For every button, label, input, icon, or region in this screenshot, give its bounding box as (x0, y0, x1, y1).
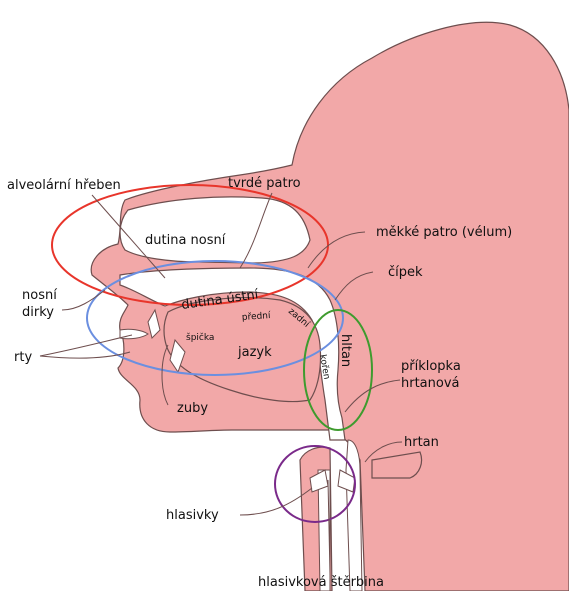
label-larynx: hrtan (404, 435, 439, 450)
label-soft-palate: měkké patro (vélum) (376, 225, 512, 240)
label-uvula: čípek (388, 265, 423, 280)
label-alveolar-ridge: alveolární hřeben (7, 178, 121, 193)
label-glottis: hlasivková štěrbina (258, 575, 384, 590)
label-teeth: zuby (177, 401, 208, 416)
label-epiglottis-2: hrtanová (401, 376, 460, 391)
label-tongue-tip: špička (186, 332, 214, 343)
leader-lips-a (40, 335, 132, 356)
label-epiglottis-1: příklopka (401, 359, 461, 374)
label-lips: rty (14, 350, 32, 365)
label-vocal-folds: hlasivky (166, 508, 219, 523)
label-pharynx: hltan (338, 334, 353, 367)
label-nostrils-1: nosní (22, 288, 57, 303)
label-nostrils-2: dirky (22, 305, 54, 320)
label-nasal-cavity: dutina nosní (145, 233, 226, 248)
label-tongue-front: přední (242, 311, 272, 323)
nasal-cavity-shape (120, 197, 310, 263)
label-hard-palate: tvrdé patro (228, 176, 301, 191)
label-tongue: jazyk (237, 345, 272, 360)
